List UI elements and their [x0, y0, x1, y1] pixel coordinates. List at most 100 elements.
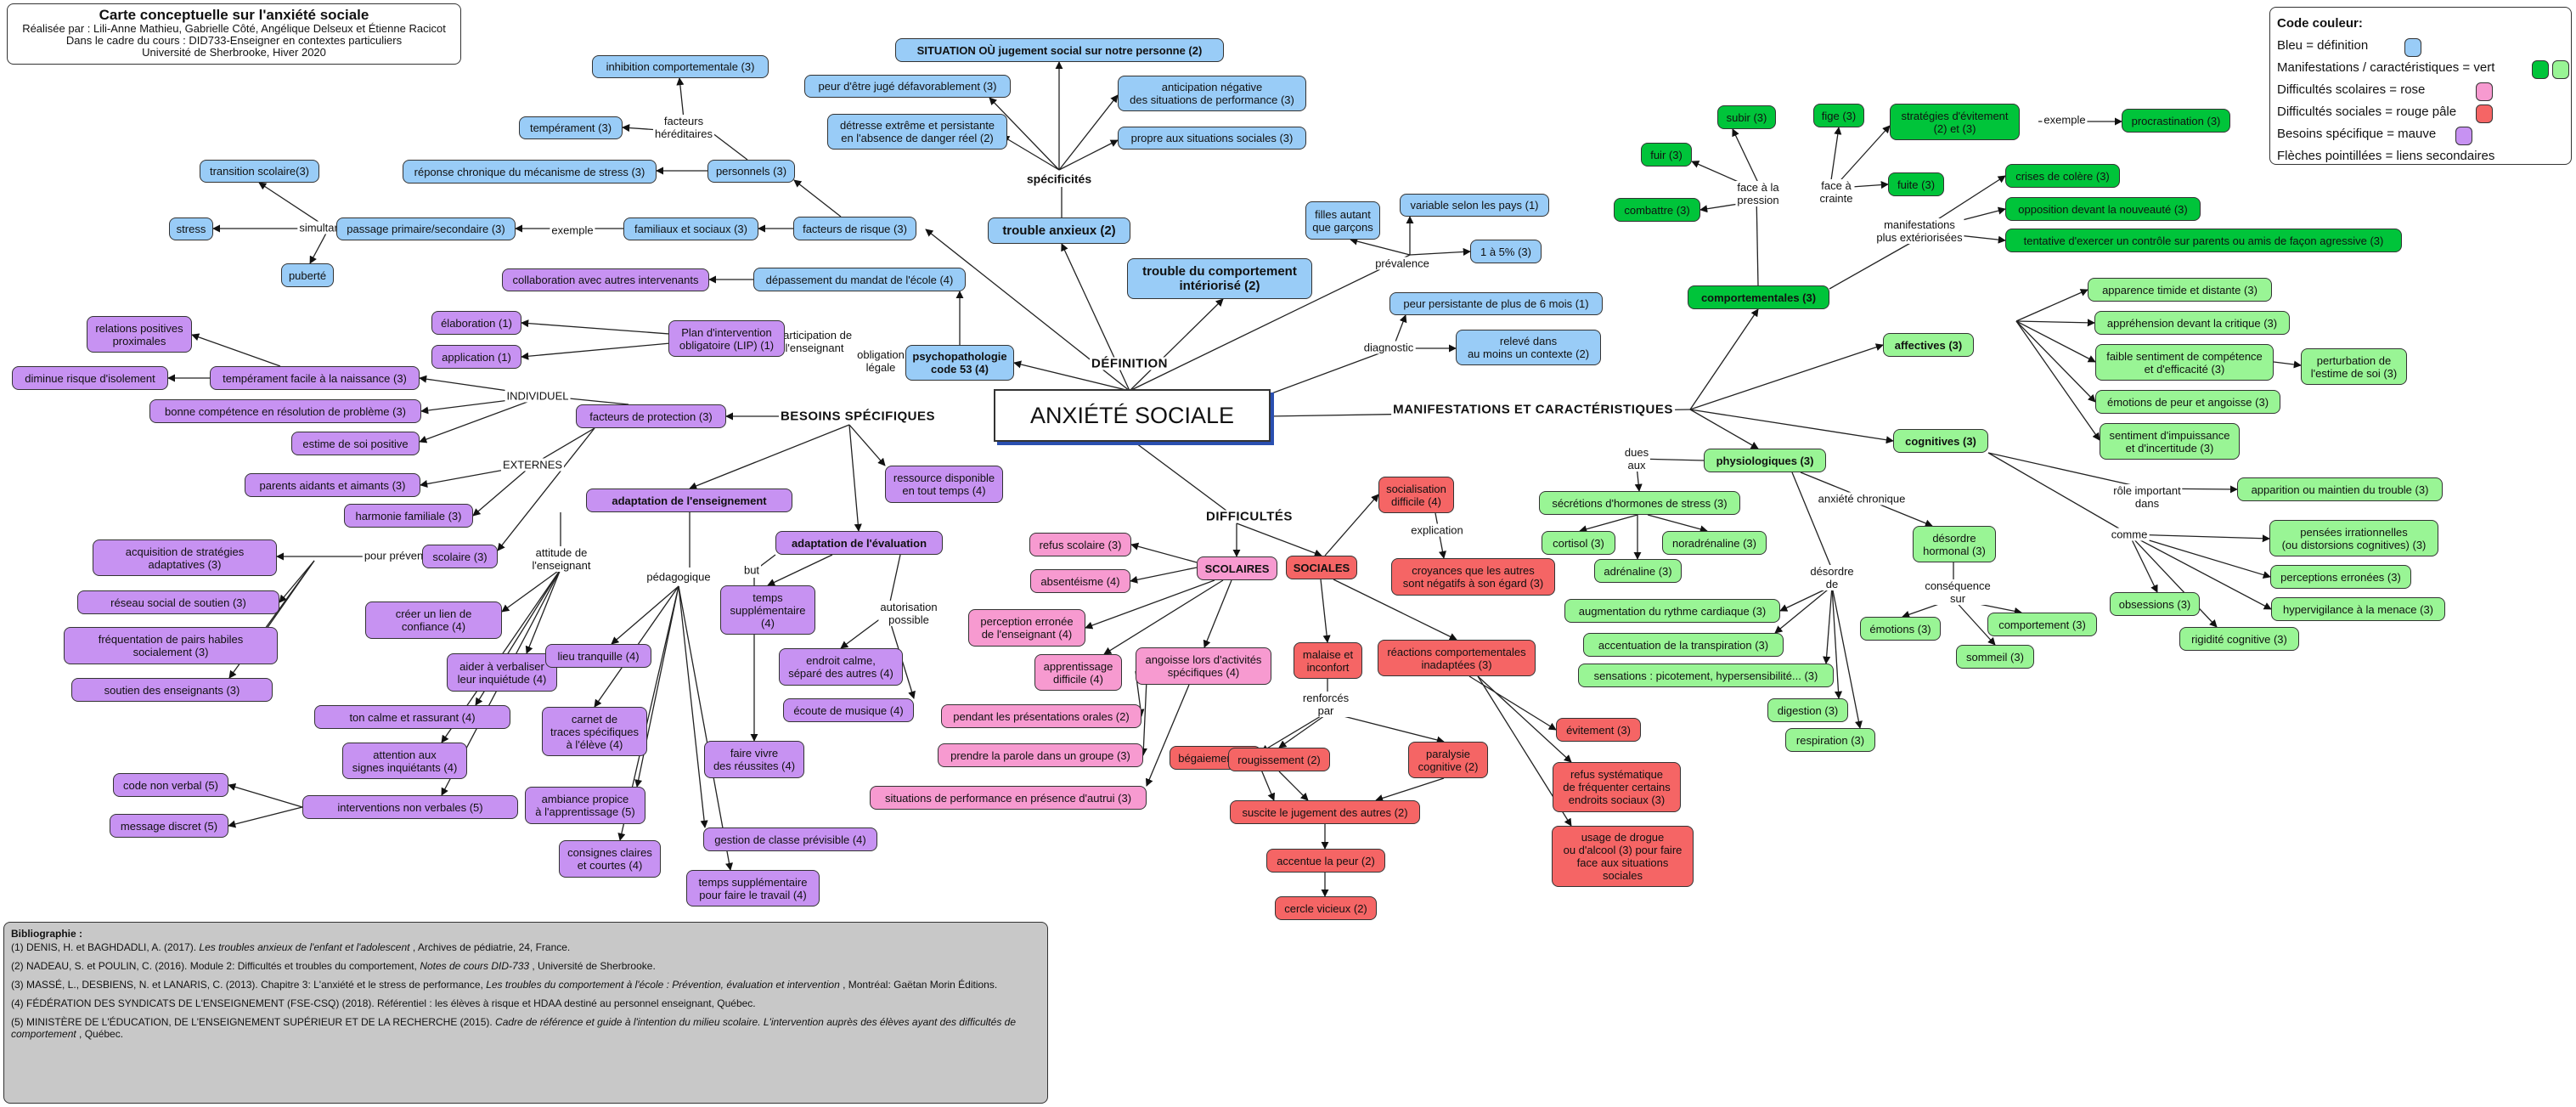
link-line [1013, 360, 1130, 392]
node-malaise-inconfort: malaise et inconfort [1294, 642, 1362, 679]
link-line [1278, 713, 1328, 748]
label-autorisation: autorisation possible [878, 601, 939, 626]
node-familiaux-sociaux: familiaux et sociaux (3) [623, 217, 758, 240]
node-apparition-trouble: apparition ou maintien du trouble (3) [2237, 477, 2443, 501]
node-stress: stress [169, 217, 213, 240]
node-presentations-orales: pendant les présentations orales (2) [941, 704, 1141, 728]
legend-swatch [2552, 60, 2569, 79]
node-sensations: sensations : picotement, hypersensibilit… [1578, 664, 1834, 687]
link-line [228, 782, 303, 808]
node-sommeil: sommeil (3) [1956, 645, 2034, 669]
node-peur-persistante: peur persistante de plus de 6 mois (1) [1389, 292, 1603, 315]
ref-text: (5) MINISTÈRE DE L'ÉDUCATION, DE L'ENSEI… [11, 1016, 496, 1028]
node-adaptation-enseignement: adaptation de l'enseignement [586, 489, 792, 512]
authors-line: Réalisée par : Lili-Anne Mathieu, Gabrie… [22, 22, 446, 35]
link-line [1260, 769, 1276, 801]
node-perturbation-estime: perturbation de l'estime de soi (3) [2301, 348, 2407, 385]
label-face-pression: face à la pression [1735, 181, 1781, 206]
bibliography-title: Bibliographie : [11, 928, 82, 940]
link-line [1203, 579, 1232, 648]
node-evitement: évitement (3) [1556, 718, 1641, 742]
node-ambiance-propice: ambiance propice à l'apprentissage (5) [525, 787, 645, 824]
label-individuel: INDIVIDUEL [504, 389, 571, 403]
node-attention-signes: attention aux signes inquiétants (4) [342, 743, 467, 779]
link-line [793, 179, 842, 217]
title-box: Carte conceptuelle sur l'anxiété sociale… [7, 3, 461, 65]
legend-swatch [2476, 82, 2493, 101]
node-affectives: affectives (3) [1883, 333, 1974, 357]
link-line [1829, 237, 1920, 290]
node-application: application (1) [431, 345, 521, 369]
node-refus-systematique: refus systématique de fréquenter certain… [1553, 762, 1681, 812]
ref-text: (3) MASSÉ, L., DESBIENS, N. et LANARIS, … [11, 979, 487, 991]
ref-text: , Archives de pédiatrie, 24, France. [409, 941, 571, 953]
node-temperament: tempérament (3) [519, 116, 623, 139]
node-noradrenaline: noradrénaline (3) [1662, 531, 1767, 555]
bibliography-entry: (3) MASSÉ, L., DESBIENS, N. et LANARIS, … [11, 979, 1040, 991]
node-variable-pays: variable selon les pays (1) [1400, 194, 1549, 217]
node-cercle-vicieux: cercle vicieux (2) [1275, 896, 1377, 920]
node-facteurs-protection: facteurs de protection (3) [576, 404, 726, 428]
legend-label: Difficultés scolaires = rose [2277, 82, 2426, 97]
link-line [1829, 127, 1842, 187]
link-line [1129, 438, 1237, 519]
legend-swatch [2532, 60, 2549, 79]
node-temps-supplementaire: temps supplémentaire (4) [720, 585, 815, 635]
branch-definition: DÉFINITION [1090, 356, 1170, 371]
link-line [989, 97, 1060, 171]
node-perception-erronee: perception erronée de l'enseignant (4) [968, 609, 1085, 647]
node-prendre-parole: prendre la parole dans un groupe (3) [938, 743, 1143, 767]
link-line [678, 585, 708, 828]
node-propre-sociales: propre aux situations sociales (3) [1118, 127, 1306, 150]
link-line [1130, 542, 1198, 563]
link-line [2128, 534, 2158, 593]
label-explication: explication [1409, 523, 1465, 537]
node-facteurs-risque: facteurs de risque (3) [793, 217, 916, 240]
link-line [1831, 585, 1843, 699]
node-lieu-tranquille: lieu tranquille (4) [545, 644, 651, 668]
node-comportement: comportement (3) [1987, 613, 2097, 636]
node-aider-verbaliser: aider à verbaliser leur inquiétude (4) [447, 653, 557, 692]
legend-row-blue: Bleu = définition [2277, 35, 2564, 57]
node-prevalence-pct: 1 à 5% (3) [1470, 240, 1542, 263]
link-line [1129, 254, 1411, 392]
node-relations-positives: relations positives proximales [87, 316, 192, 353]
label-diagnostic: diagnostic [1361, 341, 1416, 354]
node-parents-aidants: parents aidants et aimants (3) [245, 473, 420, 497]
node-refus-scolaire: refus scolaire (3) [1029, 533, 1131, 556]
legend-row-red: Difficultés sociales = rouge pâle [2277, 101, 2564, 123]
link-line [1320, 579, 1331, 643]
link-line [2128, 534, 2270, 543]
label-exemple: exemple [2042, 113, 2088, 127]
ref-text: , Montréal: Gaëtan Morin Éditions. [839, 979, 998, 991]
node-elaboration: élaboration (1) [431, 311, 521, 335]
node-absenteisme: absentéisme (4) [1030, 569, 1130, 593]
branch-difficultes: DIFFICULTÉS [1204, 509, 1294, 524]
node-fuite: fuite (3) [1888, 172, 1944, 196]
label-dues-aux: dues aux [1622, 446, 1651, 472]
link-line [191, 333, 281, 367]
node-acquisition-strategies: acquisition de stratégies adaptatives (3… [93, 539, 277, 576]
node-releve-contexte: relevé dans au moins un contexte (2) [1456, 330, 1601, 365]
ref-title: Les troubles du comportement à l'école :… [486, 979, 840, 991]
label-prevalence: prévalence [1373, 257, 1431, 270]
link-line [1987, 452, 2148, 489]
node-rougissement: rougissement (2) [1228, 748, 1330, 771]
legend-row-pink: Difficultés scolaires = rose [2277, 79, 2564, 101]
link-line [258, 182, 330, 229]
node-reactions-inadaptees: réactions comportementales inadaptées (3… [1378, 640, 1536, 676]
legend-swatch [2476, 104, 2493, 123]
node-diminue-isolement: diminue risque d'isolement [12, 366, 168, 390]
label-consequence-sur: conséquence sur [1923, 579, 1993, 605]
ref-title: Cadre de référence et guide à l'intentio… [11, 1016, 1016, 1040]
bibliography-entry: (1) DENIS, H. et BAGHDADLI, A. (2017). L… [11, 941, 1040, 953]
ref-text: , Québec. [76, 1028, 124, 1040]
node-message-discret: message discret (5) [110, 814, 228, 838]
node-collaboration: collaboration avec autres intervenants [502, 268, 709, 291]
link-line [309, 228, 330, 264]
link-line [1333, 713, 1445, 744]
label-pedagogique: pédagogique [645, 570, 713, 584]
node-crises-colere: crises de colère (3) [2005, 164, 2120, 188]
link-line [1266, 347, 1394, 396]
